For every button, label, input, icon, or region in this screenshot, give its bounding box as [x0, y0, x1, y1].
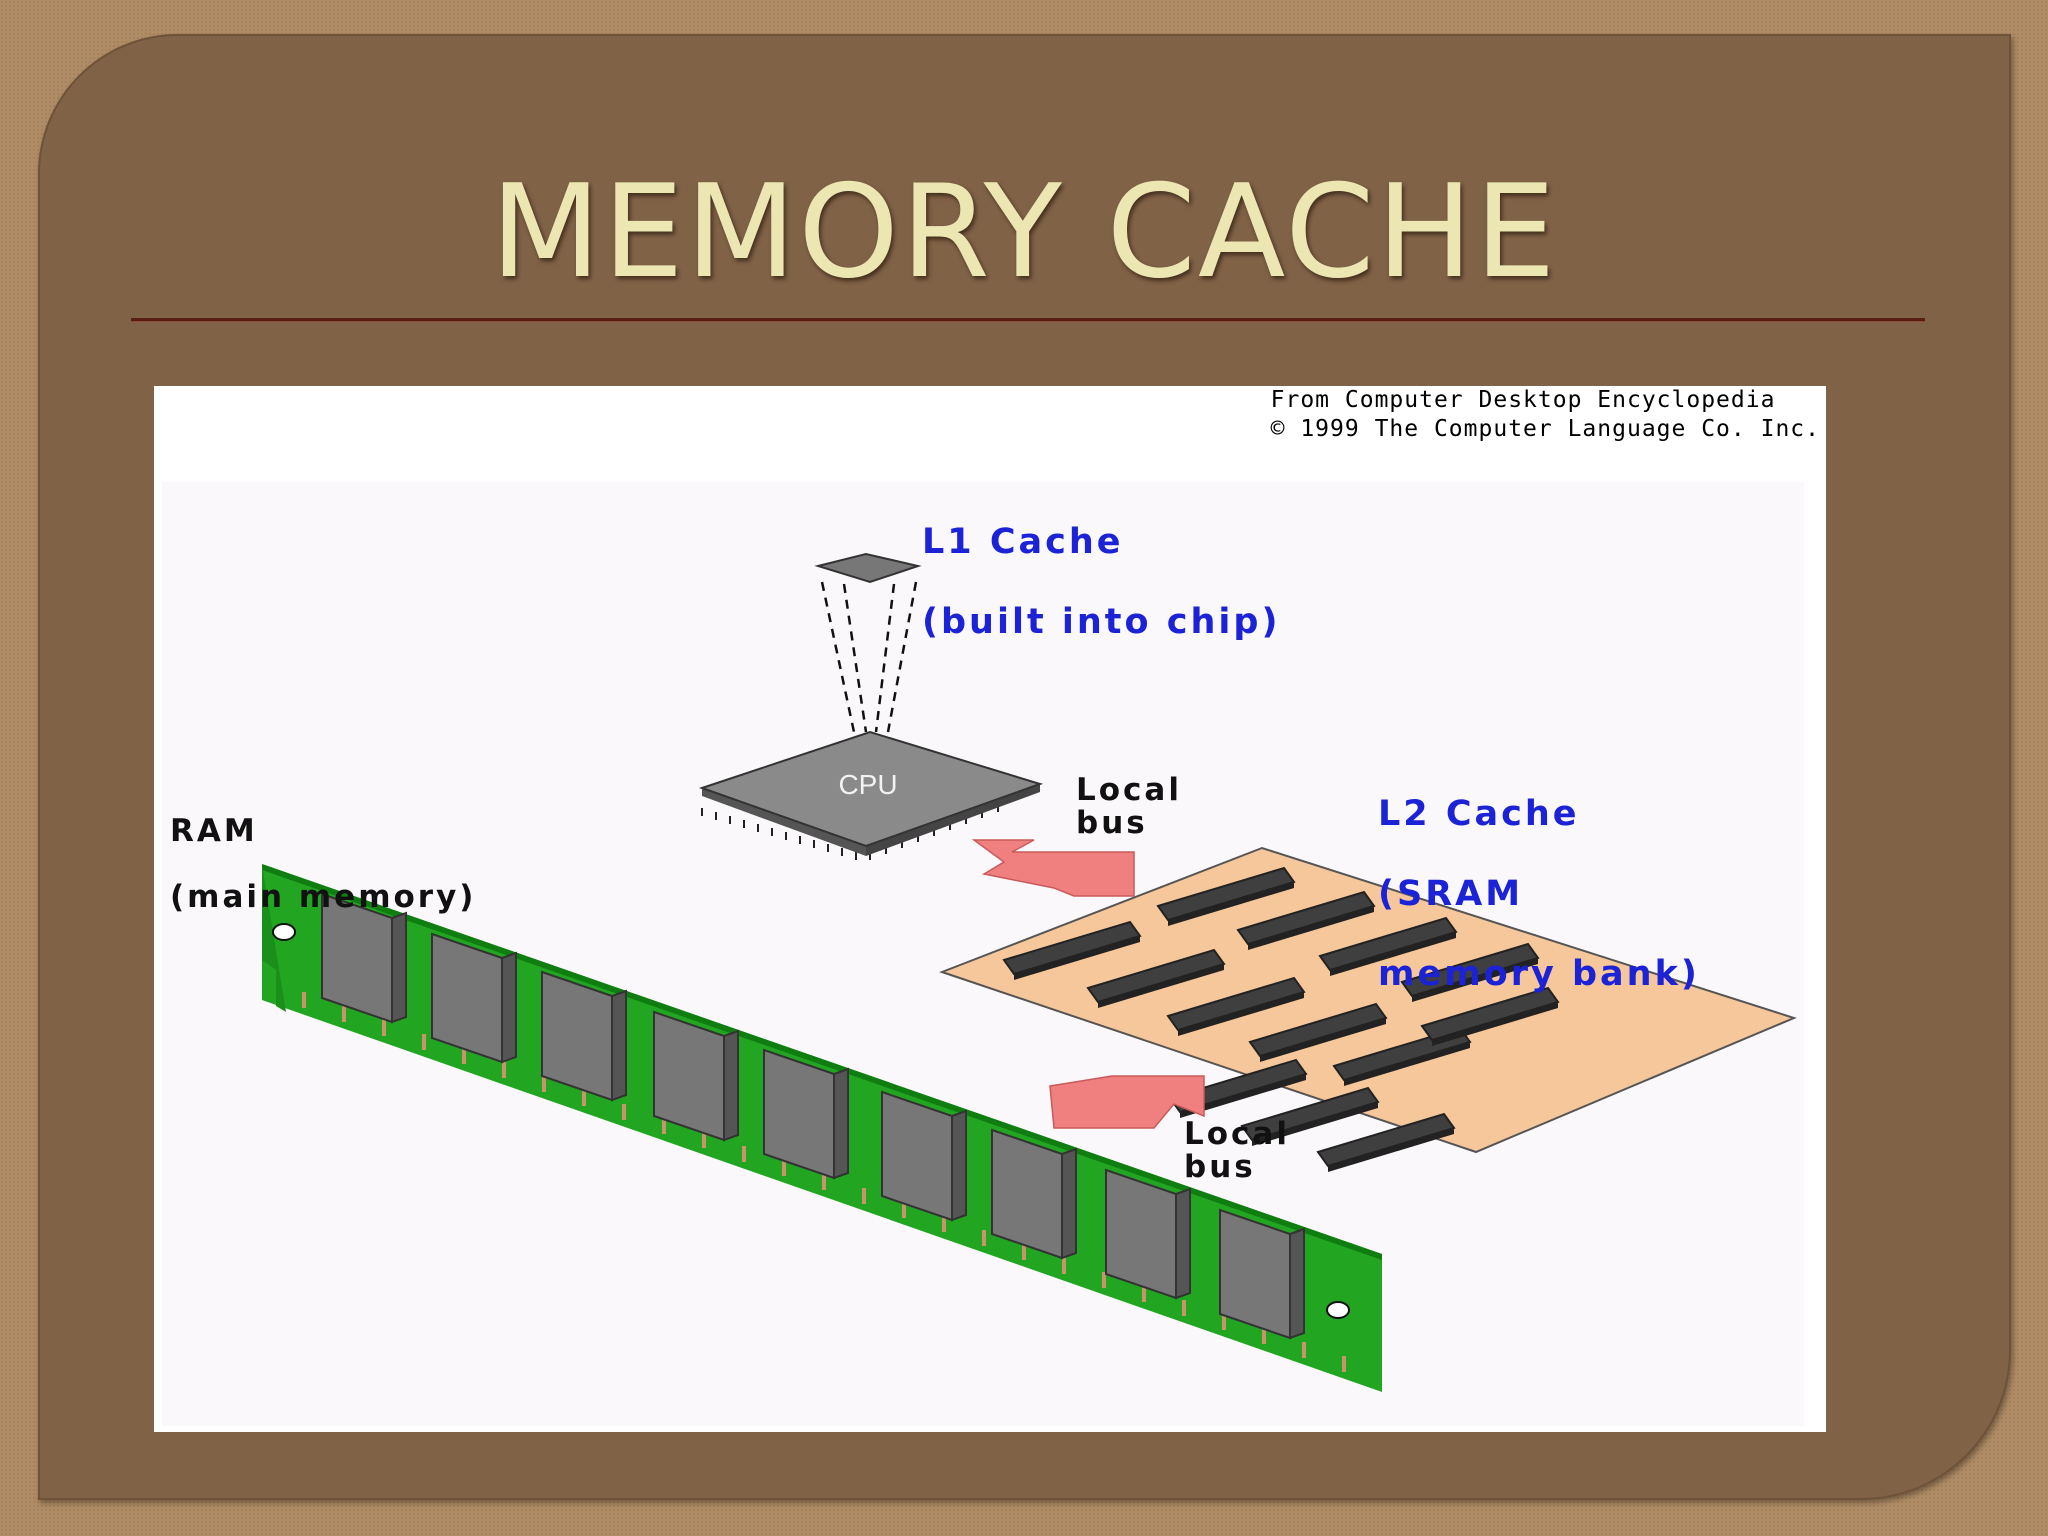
l2-cache-desc: memory bank)	[1378, 954, 1700, 994]
local-bus-arrow-bottom	[1049, 1075, 1205, 1129]
local-bus-arrow-top	[971, 839, 1135, 897]
ram-contacts	[302, 992, 1346, 1372]
ram-notch-left	[272, 923, 296, 941]
ram-subtitle: (main memory)	[170, 879, 477, 915]
local-bus-label-bottom: Local bus	[1184, 1116, 1290, 1185]
ram-title: RAM	[170, 813, 258, 849]
local-bus-label-top: Local bus	[1076, 772, 1182, 841]
ram-label: RAM (main memory)	[170, 782, 476, 947]
l1-cache-label: L1 Cache (built into chip)	[922, 482, 1280, 682]
cpu-chip	[698, 730, 1044, 860]
l2-cache-title: L2 Cache	[1378, 794, 1580, 834]
l2-cache-board	[939, 846, 1797, 1172]
memory-cache-diagram: CPU	[162, 482, 1804, 1426]
title-divider	[131, 318, 1925, 321]
l1-cache-subtitle: (built into chip)	[922, 602, 1281, 642]
source-credit: From Computer Desktop Encyclopedia © 199…	[1271, 386, 1820, 444]
l2-cache-type: (SRAM	[1378, 874, 1524, 914]
ram-notch-right	[1326, 1301, 1350, 1319]
slide-title: MEMORY CACHE	[490, 158, 1558, 307]
memory-cache-figure: CPU From Computer Desktop Encyclopedia ©…	[154, 386, 1826, 1432]
l2-cache-label: L2 Cache (SRAM memory bank)	[1378, 754, 1700, 1034]
l1-cache-title: L1 Cache	[922, 522, 1124, 562]
ram-module	[262, 864, 1382, 1392]
l1-projection-lines	[820, 581, 918, 733]
cpu-label: CPU	[838, 769, 897, 800]
credit-line-2: © 1999 The Computer Language Co. Inc.	[1270, 416, 1820, 442]
l1-cache-chip	[814, 552, 922, 733]
credit-line-1: From Computer Desktop Encyclopedia	[1270, 387, 1776, 413]
